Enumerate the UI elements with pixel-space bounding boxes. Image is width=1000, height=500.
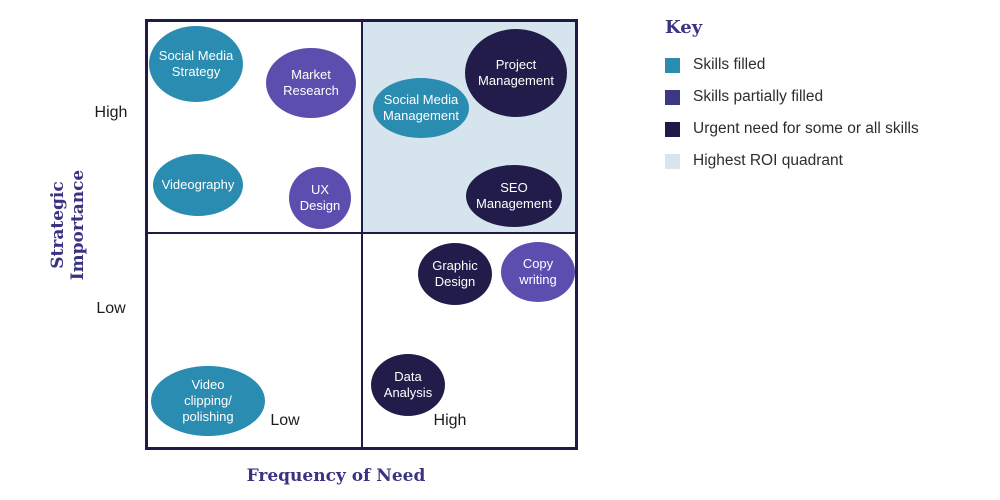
legend-item-skills-filled: Skills filled [665, 49, 919, 81]
legend-item-skills-partially-filled: Skills partially filled [665, 81, 919, 113]
bubble-label: Video clipping/ polishing [182, 377, 234, 424]
bubble-label: Market Research [283, 67, 339, 98]
legend-label: Skills filled [693, 56, 766, 73]
bubble-label: Graphic Design [432, 258, 478, 289]
y-tick-low: Low [96, 300, 126, 317]
legend-swatch-skills-partially-filled [665, 89, 680, 105]
bubble-copy-writing: Copy writing [501, 242, 575, 302]
bubble-label: Social Media Management [383, 92, 459, 123]
bubble-label: Copy writing [519, 256, 557, 287]
y-tick-high: High [94, 104, 128, 121]
bubble-social-media-management: Social Media Management [373, 78, 469, 138]
quadrant-divider-horizontal [148, 231, 575, 234]
bubble-label: Social Media Strategy [158, 48, 234, 79]
bubble-videography: Videography [153, 154, 243, 216]
legend-label: Highest ROI quadrant [693, 152, 843, 169]
bubble-label: Project Management [478, 57, 554, 88]
bubble-label: Data Analysis [383, 369, 433, 400]
legend-label: Skills partially filled [693, 88, 824, 105]
bubble-social-media-strategy: Social Media Strategy [149, 26, 243, 102]
bubble-label: Videography [161, 177, 235, 193]
x-tick-low: Low [270, 412, 300, 429]
bubble-ux-design: UX Design [289, 167, 351, 229]
legend-title: Key [665, 17, 703, 38]
x-axis-title: Frequency of Need [246, 466, 426, 486]
bubble-label: SEO Management [476, 180, 552, 211]
bubble-project-management: Project Management [465, 29, 567, 117]
legend-swatch-skills-filled [665, 57, 680, 73]
legend-label: Urgent need for some or all skills [693, 120, 919, 137]
bubble-graphic-design: Graphic Design [418, 243, 492, 305]
bubble-seo-management: SEO Management [466, 165, 562, 227]
bubble-label: UX Design [299, 182, 341, 213]
legend-swatch-urgent-need [665, 121, 680, 137]
bubble-market-research: Market Research [266, 48, 356, 118]
bubble-data-analysis: Data Analysis [371, 354, 445, 416]
bubble-video-clipping-polishing: Video clipping/ polishing [151, 366, 265, 436]
legend-item-highest-roi: Highest ROI quadrant [665, 145, 919, 177]
legend-item-urgent-need: Urgent need for some or all skills [665, 113, 919, 145]
x-tick-high: High [433, 412, 467, 429]
legend-swatch-highest-roi [665, 153, 680, 169]
quadrant-divider-vertical [360, 22, 363, 447]
